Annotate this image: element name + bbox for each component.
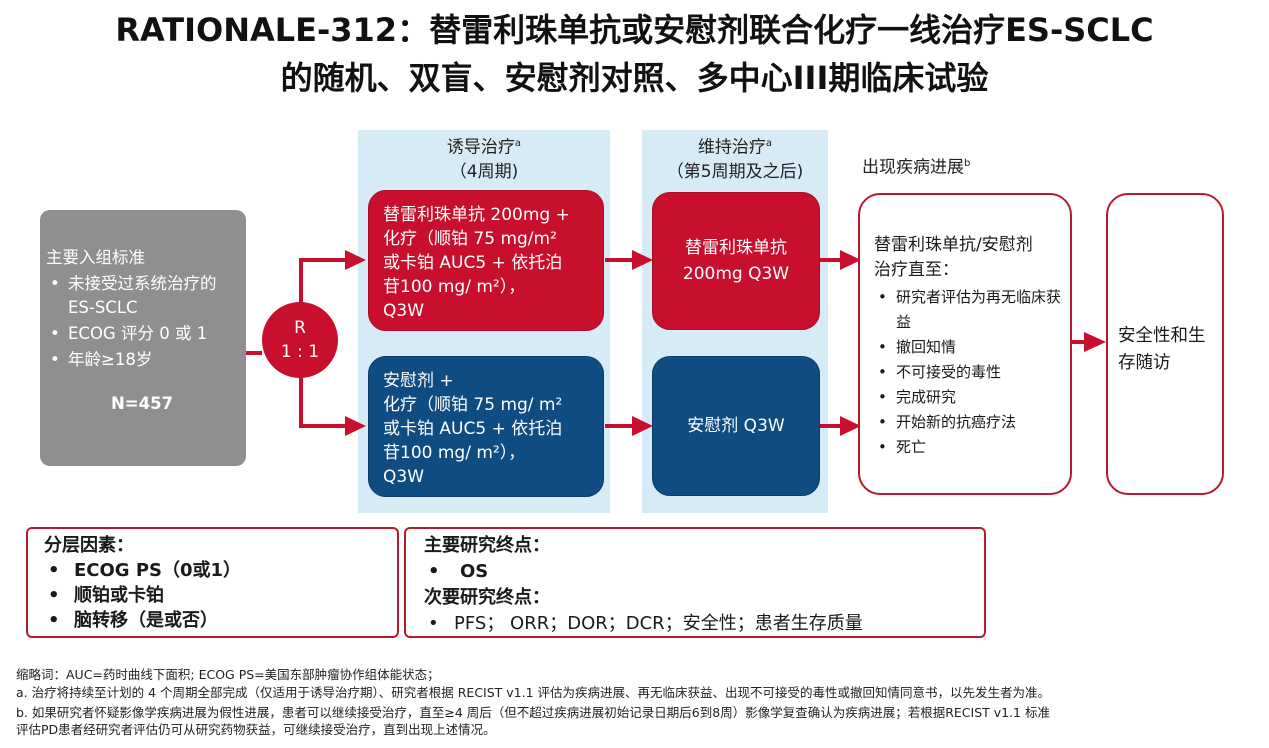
arrow-to-red-induction — [345, 250, 366, 270]
treatment-until-box: 替雷利珠单抗/安慰剂 治疗直至： 研究者评估为再无临床获益 撤回知情 不可接受的… — [858, 193, 1072, 495]
footnote-b-line2: 评估PD患者经研究者评估仍可从研究药物获益，可继续接受治疗，直到出现上述情况。 — [16, 722, 496, 737]
sample-size: N=457 — [110, 394, 174, 413]
treatment-until-item: 不可接受的毒性 — [874, 360, 1062, 385]
arrow-to-blue-induction — [345, 416, 366, 436]
tislelizumab-maintenance-box: 替雷利珠单抗 200mg Q3W — [652, 192, 820, 330]
treatment-until-item: 撤回知情 — [874, 335, 1062, 360]
arrow-to-progression-red — [840, 250, 861, 270]
stratification-item: ECOG PS（0或1） — [44, 558, 387, 583]
arrow-to-blue-maintenance — [632, 416, 653, 436]
maintenance-phase-label: 维持治疗a （第5周期及之后) — [666, 137, 804, 182]
placebo-maintenance-box: 安慰剂 Q3W — [652, 356, 820, 496]
inclusion-list: 未接受过系统治疗的ES-SCLC ECOG 评分 0 或 1 年龄≥18岁 — [46, 272, 238, 372]
title-line-2: 的随机、双盲、安慰剂对照、多中心III期临床试验 — [280, 59, 989, 97]
arrow-shaft — [1072, 340, 1088, 344]
connector-line — [246, 351, 262, 355]
treatment-until-item: 死亡 — [874, 435, 1062, 460]
secondary-endpoint-heading: 次要研究终点： — [424, 587, 550, 608]
arrow-shaft — [605, 424, 635, 428]
footnote-abbreviations: 缩略词：AUC=药时曲线下面积; ECOG PS=美国东部肿瘤协作组体能状态； — [16, 667, 440, 682]
randomization-circle: R 1 : 1 — [262, 302, 338, 378]
progression-label: 出现疾病进展b — [862, 157, 971, 178]
arrow-shaft — [820, 258, 844, 262]
inclusion-item: 年龄≥18岁 — [46, 348, 238, 372]
treatment-until-item: 研究者评估为再无临床获益 — [874, 285, 1062, 335]
inclusion-heading: 主要入组标准 — [46, 248, 145, 267]
stratification-item: 脑转移（是或否） — [44, 608, 387, 633]
primary-endpoint-list: OS — [424, 559, 974, 585]
secondary-endpoint-list: PFS； ORR；DOR；DCR；安全性；患者生存质量 — [424, 611, 974, 637]
stratification-heading: 分层因素： — [44, 535, 134, 556]
connector-line — [299, 424, 347, 428]
treatment-until-item: 完成研究 — [874, 385, 1062, 410]
arrow-shaft — [605, 258, 635, 262]
arrow-to-progression-blue — [840, 416, 861, 436]
followup-box: 安全性和生 存随访 — [1106, 193, 1224, 495]
title-line-1: RATIONALE-312：替雷利珠单抗或安慰剂联合化疗一线治疗ES-SCLC — [115, 11, 1154, 49]
stratification-box: 分层因素： ECOG PS（0或1） 顺铂或卡铂 脑转移（是或否） — [26, 527, 399, 638]
inclusion-item: 未接受过系统治疗的ES-SCLC — [46, 272, 238, 320]
secondary-endpoint-item: PFS； ORR；DOR；DCR；安全性；患者生存质量 — [424, 611, 974, 637]
inclusion-item: ECOG 评分 0 或 1 — [46, 322, 238, 346]
arrow-shaft — [820, 424, 844, 428]
treatment-until-list: 研究者评估为再无临床获益 撤回知情 不可接受的毒性 完成研究 开始新的抗癌疗法 … — [874, 285, 1062, 460]
induction-phase-label: 诱导治疗a （4周期) — [446, 137, 522, 182]
placebo-induction-box: 安慰剂 + 化疗（顺铂 75 mg/ m² 或卡铂 AUC5 + 依托泊 苷10… — [368, 356, 604, 497]
treatment-until-heading: 替雷利珠单抗/安慰剂 治疗直至： — [874, 235, 1033, 280]
footnote-b-line1: b. 如果研究者怀疑影像学疾病进展为假性进展，患者可以继续接受治疗，直至≥4 周… — [16, 705, 1050, 720]
connector-line — [299, 258, 347, 262]
arrow-to-followup — [1084, 332, 1106, 352]
footnote-a: a. 治疗将持续至计划的 4 个周期全部完成（仅适用于诱导治疗期）、研究者根据 … — [16, 685, 1051, 700]
inclusion-criteria-box: 主要入组标准 未接受过系统治疗的ES-SCLC ECOG 评分 0 或 1 年龄… — [40, 210, 246, 466]
stratification-list: ECOG PS（0或1） 顺铂或卡铂 脑转移（是或否） — [44, 558, 387, 633]
arrow-to-red-maintenance — [632, 250, 653, 270]
primary-endpoint-item: OS — [424, 559, 974, 585]
tislelizumab-induction-box: 替雷利珠单抗 200mg + 化疗（顺铂 75 mg/m² 或卡铂 AUC5 +… — [368, 190, 604, 331]
treatment-until-item: 开始新的抗癌疗法 — [874, 410, 1062, 435]
endpoints-box: 主要研究终点： OS 次要研究终点： PFS； ORR；DOR；DCR；安全性；… — [404, 527, 986, 638]
stratification-item: 顺铂或卡铂 — [44, 583, 387, 608]
primary-endpoint-heading: 主要研究终点： — [424, 535, 550, 556]
